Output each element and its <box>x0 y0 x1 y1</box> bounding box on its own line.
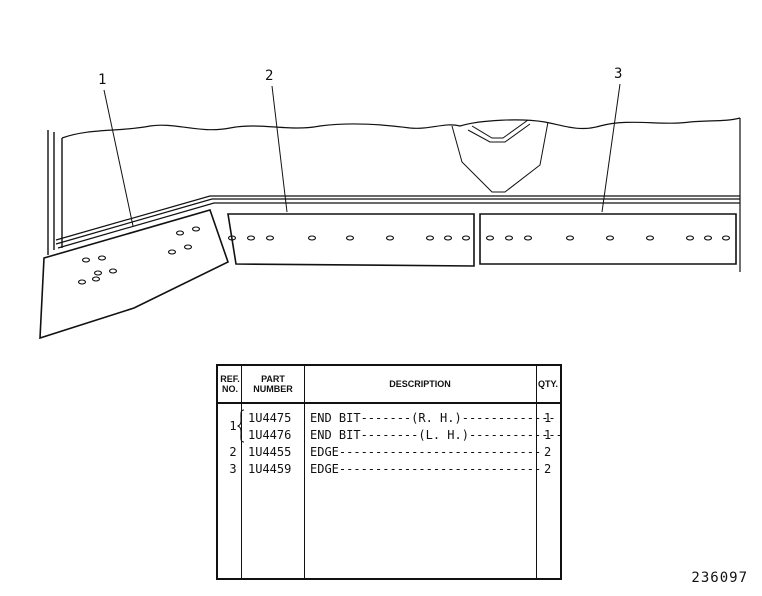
part-number: 1U4459 <box>248 462 292 476</box>
end-bit <box>39 209 229 340</box>
blade-rail-top <box>55 195 740 249</box>
description: END BIT--------(L. H.)------------- <box>310 428 563 442</box>
quantity: 1 <box>544 411 552 425</box>
quantity: 1 <box>544 428 552 442</box>
description: END BIT-------(R. H.)------------- <box>310 411 556 425</box>
table-row: 2 1U4455 EDGE---------------------------… <box>218 444 560 460</box>
callout-2: 2 <box>265 68 274 84</box>
end-bit-bolt-holes <box>77 226 201 285</box>
description: EDGE---------------------------- <box>310 462 542 476</box>
ref-no: 1 <box>229 419 237 433</box>
group-brace <box>237 409 245 443</box>
leader-line-1 <box>103 89 134 227</box>
header-qty: QTY. <box>536 366 560 404</box>
quantity: 2 <box>544 445 552 459</box>
quantity: 2 <box>544 462 552 476</box>
part-number: 1U4455 <box>248 445 292 459</box>
leader-line-2 <box>271 85 288 213</box>
cutting-edge-left-bolt-holes <box>227 235 471 241</box>
callout-3: 3 <box>614 66 623 82</box>
leader-line-3 <box>601 83 621 213</box>
moldboard-break-line <box>61 117 741 139</box>
column-divider <box>241 366 242 578</box>
ref-no: 3 <box>229 462 237 476</box>
table-row: 1 1U4475 END BIT-------(R. H.)----------… <box>218 410 560 433</box>
column-divider <box>536 366 537 578</box>
ref-no: 2 <box>229 445 237 459</box>
blade-left-edge <box>47 130 63 255</box>
description: EDGE---------------------------- <box>310 445 542 459</box>
cutting-edge-right <box>479 213 737 265</box>
callout-1: 1 <box>98 72 107 88</box>
header-description: DESCRIPTION <box>304 366 536 404</box>
header-ref-no: REF.NO. <box>218 366 242 404</box>
column-divider <box>304 366 305 578</box>
moldboard-notch <box>451 119 549 193</box>
table-row: 3 1U4459 EDGE---------------------------… <box>218 461 560 477</box>
drawing-number: 236097 <box>691 570 748 586</box>
part-number: 1U4476 <box>248 428 292 442</box>
table-row: 1U4476 END BIT--------(L. H.)-----------… <box>218 427 563 443</box>
cutting-edge-right-bolt-holes <box>485 235 731 241</box>
part-number: 1U4475 <box>248 411 292 425</box>
cutting-edge-left <box>227 213 475 267</box>
